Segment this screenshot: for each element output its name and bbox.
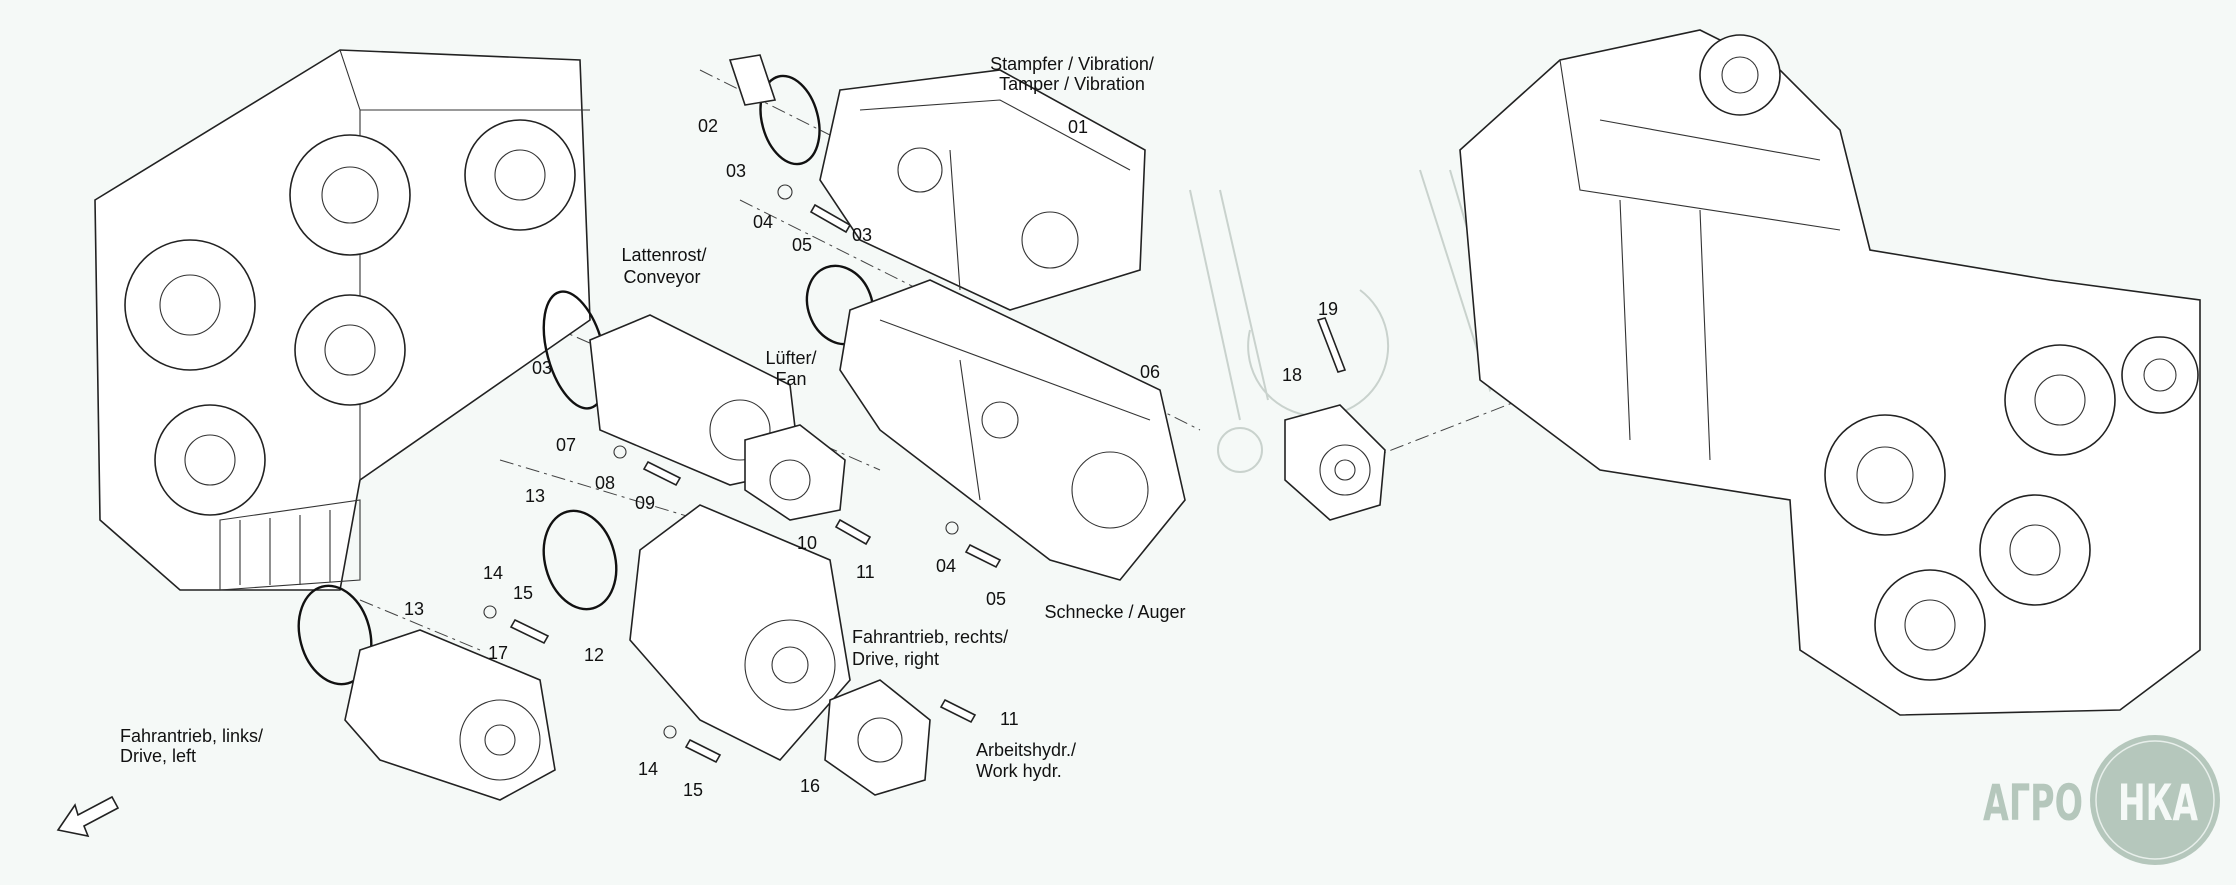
callout-15: 15 (513, 583, 533, 603)
callout-17: 17 (488, 643, 508, 663)
callout-08: 08 (595, 473, 615, 493)
callout-07: 07 (556, 435, 576, 455)
callout-fahrantrieb-rechts-line1: Fahrantrieb, rechts/ (852, 627, 1008, 647)
seal-rings (297, 54, 1347, 764)
callout-18: 18 (1282, 365, 1302, 385)
callout-luefter-line1: Lüfter/ (765, 348, 816, 368)
callout-04: 04 (753, 212, 773, 232)
callout-03: 03 (852, 225, 872, 245)
callout-06: 06 (1140, 362, 1160, 382)
gearbox-left (94, 49, 591, 591)
callout-09: 09 (635, 493, 655, 513)
callout-luefter-line2: Fan (775, 369, 806, 389)
logo-text-part2: НКА (2118, 774, 2198, 832)
callout-15: 15 (683, 780, 703, 800)
engine-assembly (1459, 29, 2201, 716)
callout-05: 05 (792, 235, 812, 255)
callout-labels: Stampfer / Vibration/ Tamper / Vibration… (120, 54, 1338, 800)
pump-drive-left (344, 629, 556, 801)
callout-14: 14 (483, 563, 503, 583)
callout-lattenrost-line1: Lattenrost/ (621, 245, 706, 265)
pump-fan (744, 424, 846, 521)
callout-schnecke: Schnecke / Auger (1044, 602, 1185, 622)
callout-19: 19 (1318, 299, 1338, 319)
arrow-down-left-icon (56, 795, 120, 838)
callout-lattenrost-line2: Conveyor (623, 267, 700, 287)
callout-12: 12 (584, 645, 604, 665)
callout-arbeitshydr-line1: Arbeitshydr./ (976, 740, 1076, 760)
callout-fahrantrieb-rechts-line2: Drive, right (852, 649, 939, 669)
callout-14: 14 (638, 759, 658, 779)
callout-04: 04 (936, 556, 956, 576)
logo-text: АГРО (1983, 774, 2083, 832)
pump-auger (839, 279, 1186, 581)
callout-16: 16 (800, 776, 820, 796)
pump-work-hydraulic (824, 679, 931, 796)
callout-13: 13 (525, 486, 545, 506)
callout-11: 11 (1000, 709, 1019, 729)
callout-03: 03 (532, 358, 552, 378)
callout-stampfer-line2: Tamper / Vibration (999, 74, 1145, 94)
pump-drive-right (629, 504, 851, 761)
callout-13: 13 (404, 599, 424, 619)
callout-arbeitshydr-line2: Work hydr. (976, 761, 1062, 781)
pump-tamper (819, 69, 1146, 311)
callout-stampfer-line1: Stampfer / Vibration/ (990, 54, 1154, 74)
callout-fahrantrieb-links-line1: Fahrantrieb, links/ (120, 726, 263, 746)
callout-03: 03 (726, 161, 746, 181)
callout-02: 02 (698, 116, 718, 136)
pump-18 (1284, 404, 1386, 521)
callout-fahrantrieb-links-line2: Drive, left (120, 746, 196, 766)
logo: АГРО НКА (1983, 735, 2220, 865)
callout-11: 11 (856, 562, 875, 582)
callout-05: 05 (986, 589, 1006, 609)
callout-01: 01 (1068, 117, 1088, 137)
callout-10: 10 (797, 533, 817, 553)
